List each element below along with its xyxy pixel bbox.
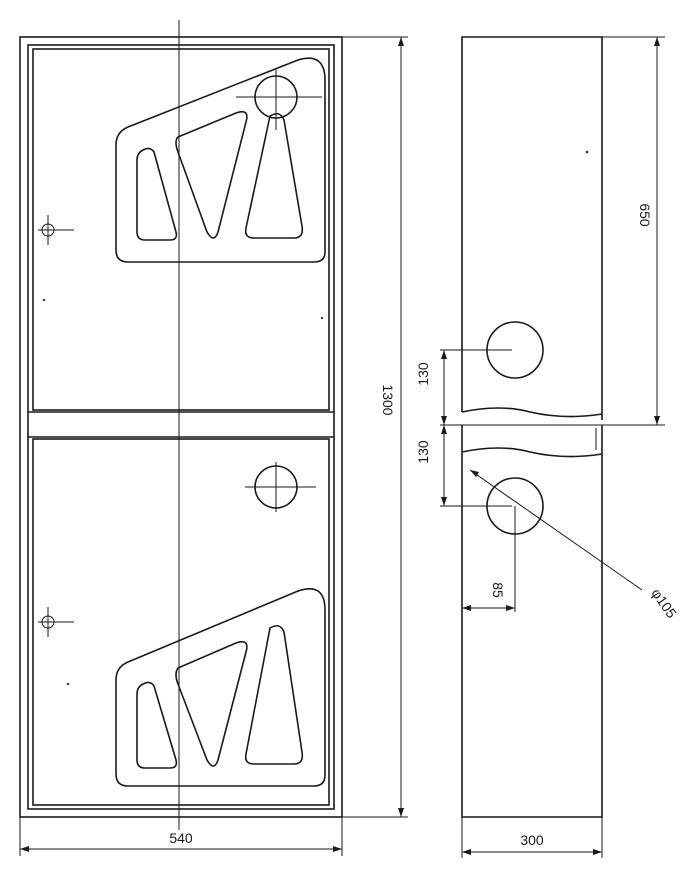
detail-dot — [42, 298, 46, 302]
upper-offset-dimension — [440, 349, 512, 426]
lower-offset-dimension — [440, 425, 512, 507]
side-lower-body — [461, 425, 603, 818]
hole-diameter-leader — [469, 469, 643, 591]
lower-door — [32, 438, 330, 806]
top-height-dimension — [602, 36, 665, 426]
lower-handle-marker — [38, 607, 74, 637]
height-dimension — [342, 36, 408, 818]
top-height-label: 650 — [637, 203, 653, 227]
hole-diameter-label: φ105 — [648, 585, 680, 621]
lower-offset-label: 130 — [415, 440, 431, 464]
detail-dot — [320, 316, 324, 320]
side-break-line-upper — [461, 407, 603, 418]
lower-vent-cutout — [115, 588, 326, 787]
upper-door — [32, 48, 330, 411]
side-break-line-lower — [461, 447, 603, 458]
upper-pipe-hole — [236, 70, 322, 130]
width-dimension — [19, 817, 343, 856]
side-view: 650 130 130 85 — [415, 36, 680, 858]
upper-offset-label: 130 — [415, 362, 431, 386]
detail-dot — [66, 682, 70, 686]
upper-vent-cutout — [115, 57, 326, 263]
hole-offset-label: 85 — [490, 582, 506, 598]
hole-offset-dimension — [462, 506, 516, 612]
detail-dot — [585, 150, 589, 154]
depth-label: 300 — [520, 832, 544, 848]
side-upper-body — [461, 36, 603, 420]
front-view: 1300 540 — [19, 20, 408, 856]
lower-pipe-hole — [245, 462, 316, 512]
cabinet-inner-frame — [27, 44, 335, 810]
depth-dimension — [461, 817, 603, 858]
upper-handle-marker — [38, 215, 74, 245]
width-label: 540 — [169, 830, 193, 846]
cabinet-outer-frame — [19, 36, 343, 818]
height-label: 1300 — [380, 384, 396, 415]
